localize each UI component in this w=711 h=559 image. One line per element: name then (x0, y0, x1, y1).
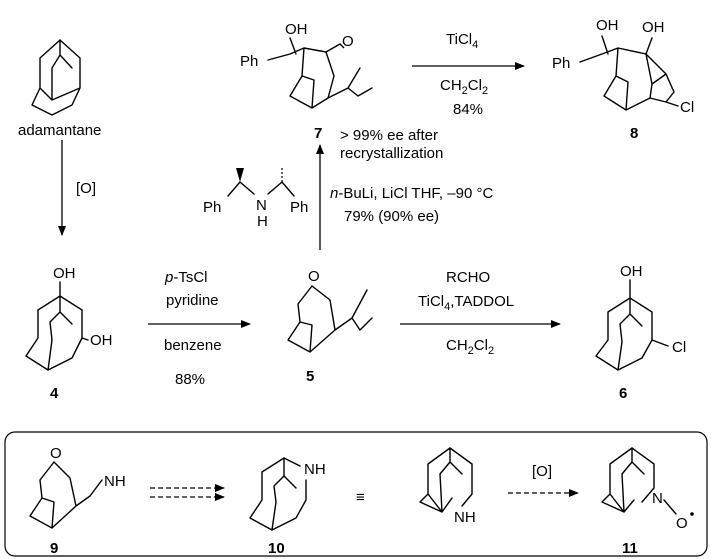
compound-7-phenyl: Ph (240, 53, 258, 70)
adamantane-name: adamantane (18, 122, 101, 139)
amine-phenyl-right: Ph (290, 199, 308, 216)
aza-adamantane-box (4, 431, 708, 557)
compound-4-structure (25, 281, 89, 371)
compound-5-label: 5 (306, 368, 314, 385)
compound-11-nitrogen: N (652, 490, 663, 507)
compound-6-structure (595, 279, 669, 371)
compound-9-structure (29, 461, 103, 529)
compound-4-oh-top: OH (53, 265, 76, 282)
compound-8-oh2: OH (642, 19, 665, 36)
compound-11-oxygen: O (676, 515, 688, 532)
compound-5-oxygen: O (308, 268, 320, 285)
tscl-benzene: benzene (164, 337, 222, 354)
compound-10-alt-nh: NH (454, 509, 476, 526)
tscl-reagent: p-TsCl (164, 269, 208, 286)
compound-11-label: 11 (622, 540, 638, 557)
aldol-aldehyde: RCHO (446, 269, 490, 286)
compound-4-label: 4 (50, 385, 59, 402)
aldol-catalyst: TiCl4,TADDOL (418, 293, 514, 313)
compound-6-cl: Cl (672, 339, 686, 356)
compound-8-cl: Cl (680, 99, 694, 116)
ticl4-solvent: CH2Cl2 (440, 77, 488, 97)
adamantane-structure (31, 39, 81, 116)
compound-10-alt-structure (419, 447, 473, 513)
compound-7-oh: OH (285, 21, 308, 38)
compound-10-structure (249, 457, 307, 531)
compound-7-oxygen: O (342, 33, 354, 50)
compound-4-oh-right: OH (90, 332, 113, 349)
amine-nitrogen: N (256, 197, 267, 214)
ticl4-reagent: TiCl4 (446, 31, 478, 51)
compound-6-oh: OH (620, 263, 643, 280)
compound-10-label: 10 (268, 540, 285, 557)
aldol-solvent: CH2Cl2 (446, 337, 494, 357)
compound-7-label: 7 (314, 125, 322, 142)
compound-7-structure (267, 37, 373, 109)
buli-yield: 79% (90% ee) (344, 208, 439, 225)
compound-10-nh: NH (304, 461, 326, 478)
compound-8-label: 8 (630, 125, 638, 142)
tscl-yield: 88% (175, 371, 205, 388)
compound-11-structure (601, 447, 677, 515)
bottom-oxidation-reagent: [O] (532, 463, 552, 480)
equivalence-symbol: ≡ (356, 489, 365, 506)
compound-9-label: 9 (50, 540, 58, 557)
compound-6-label: 6 (619, 385, 627, 402)
tscl-solvent: pyridine (166, 292, 219, 309)
compound-8-phenyl: Ph (552, 55, 570, 72)
compound-8-oh1: OH (596, 17, 619, 34)
compound-9-nh: NH (104, 473, 126, 490)
compound-8-structure (579, 35, 679, 111)
ticl4-yield: 84% (453, 101, 483, 118)
compound-9-oxygen: O (50, 445, 62, 462)
ee-note-line2: recrystallization (340, 145, 443, 162)
radical-dot-icon (690, 512, 694, 516)
amine-hydrogen: H (257, 213, 268, 230)
amine-phenyl-left: Ph (203, 199, 221, 216)
ee-note-line1: > 99% ee after (340, 127, 438, 144)
buli-reagent: n-BuLi, LiCl THF, –90 °C (330, 185, 493, 202)
chiral-amine-structure (227, 168, 295, 197)
compound-5-structure (287, 285, 373, 353)
oxidation-reagent: [O] (76, 180, 96, 197)
